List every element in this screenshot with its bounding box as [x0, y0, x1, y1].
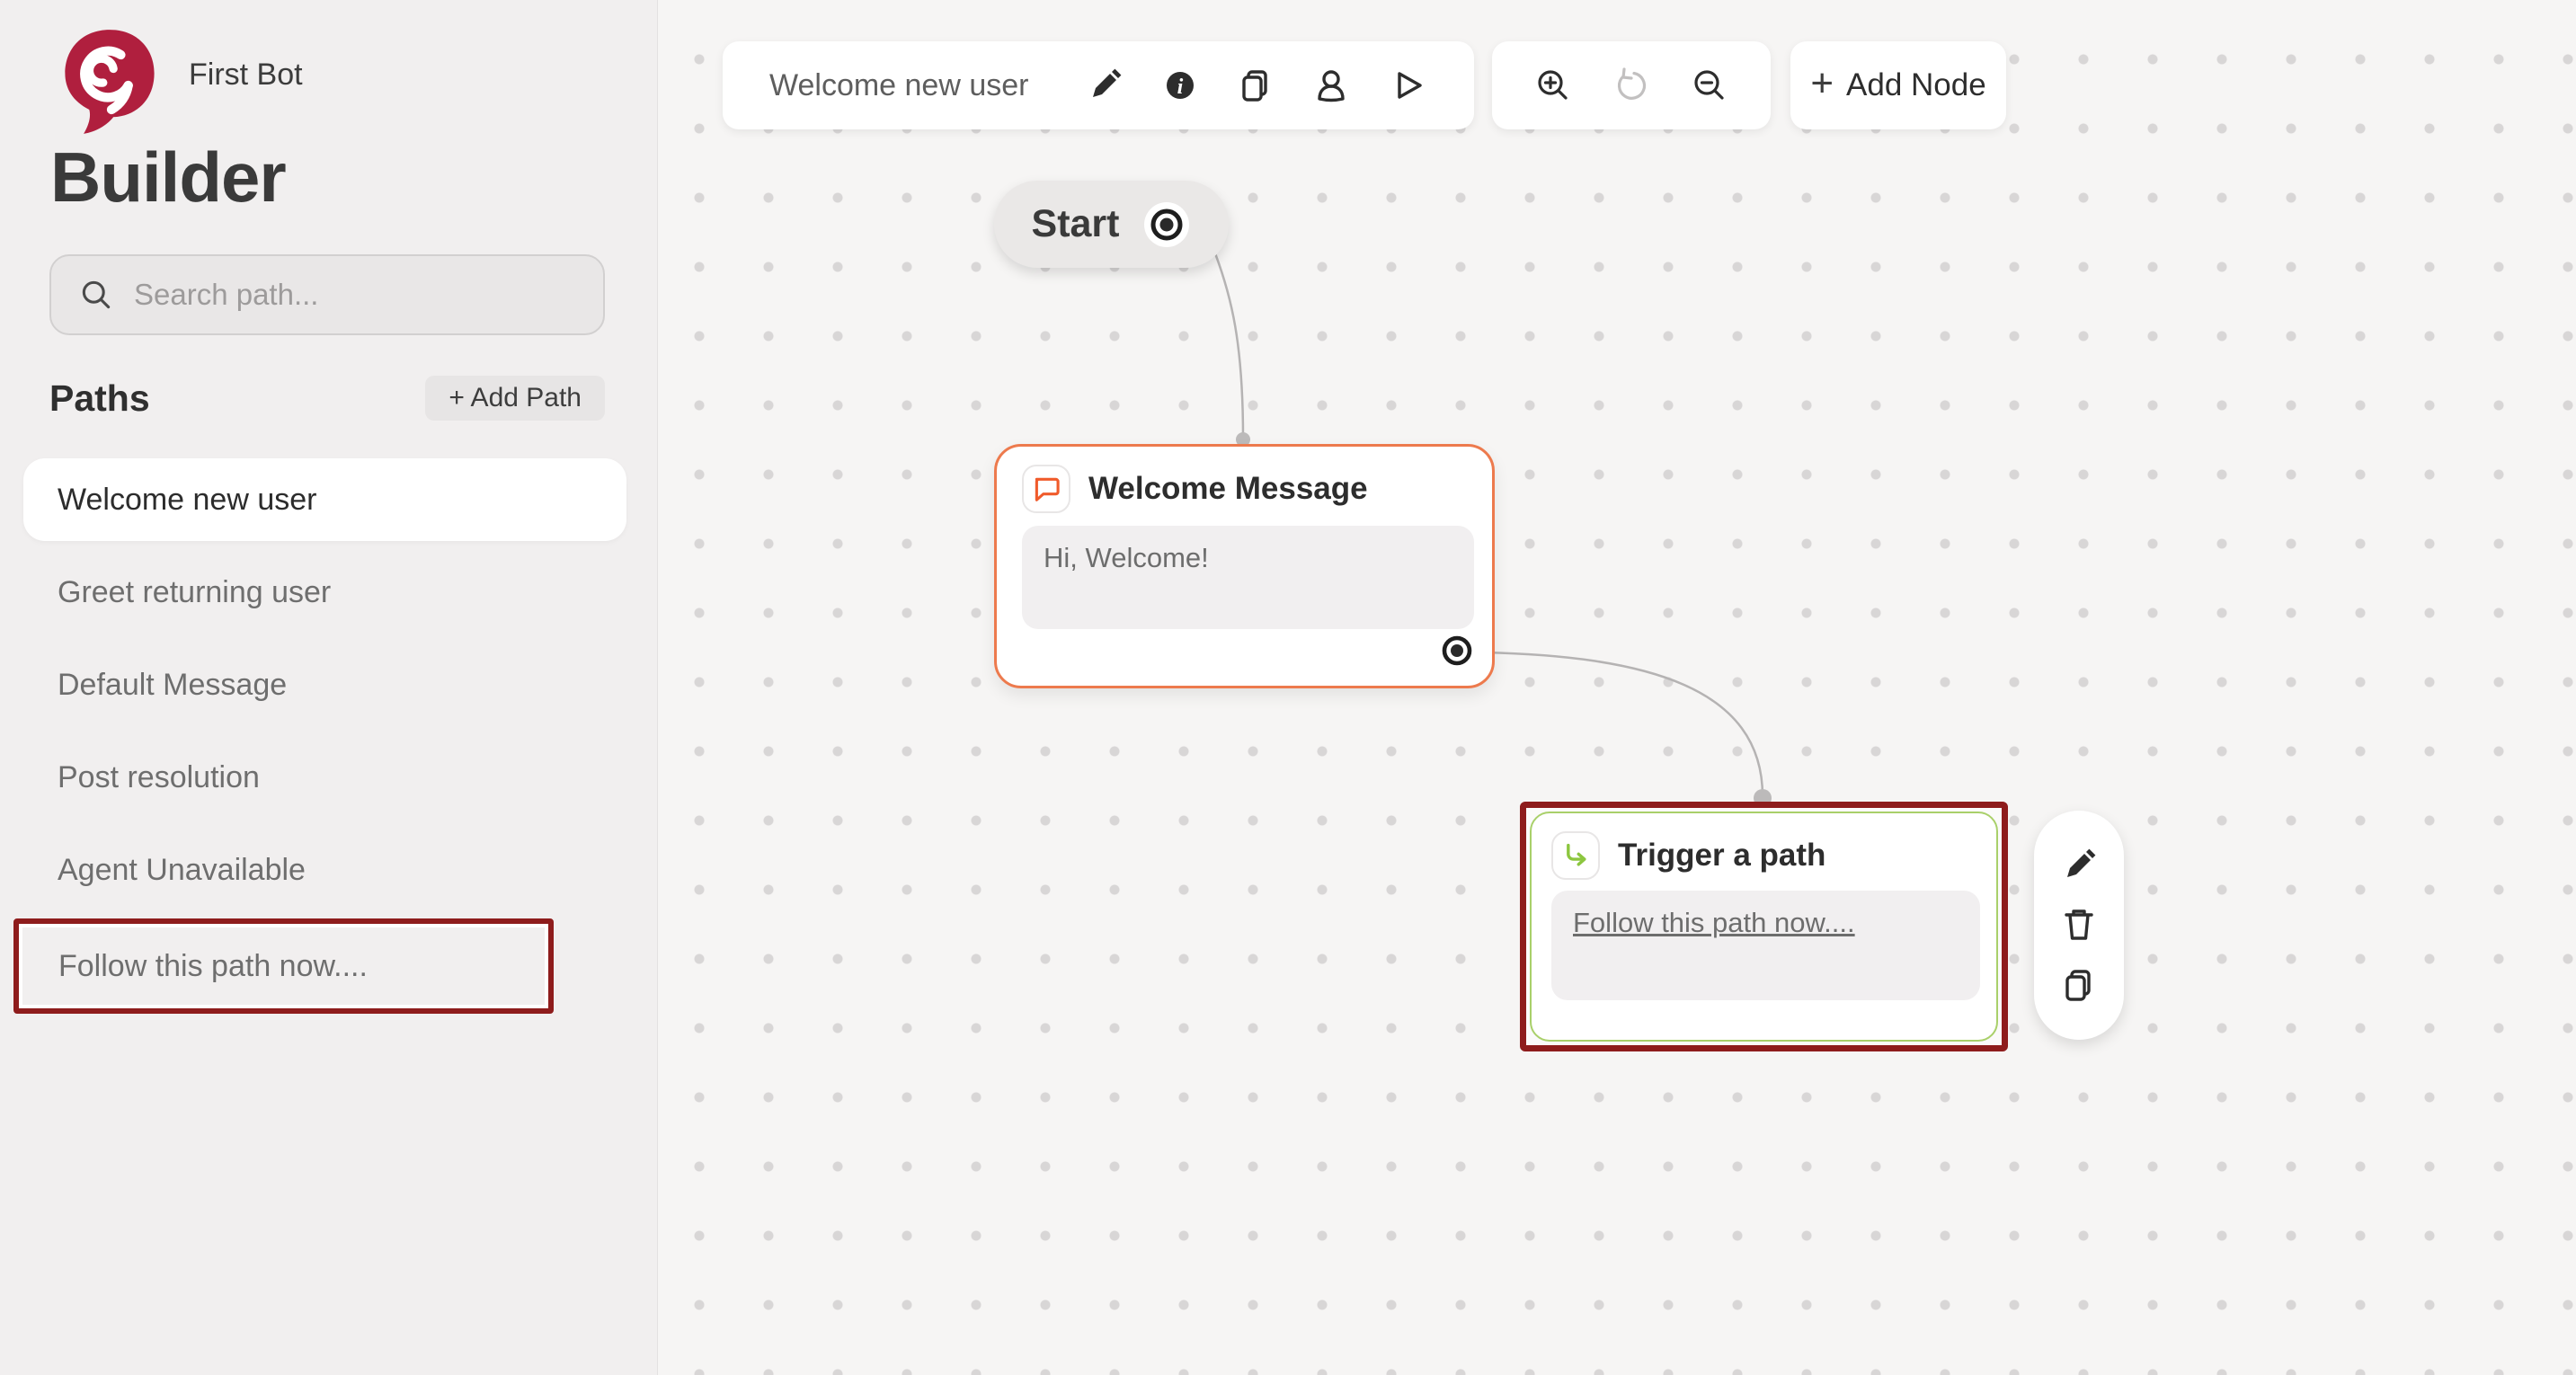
message-node-body[interactable]: Hi, Welcome! — [1022, 526, 1474, 629]
sidebar-item-greet-returning-user[interactable]: Greet returning user — [23, 551, 626, 634]
duplicate-path-icon[interactable] — [1235, 65, 1276, 106]
sidebar-item-default-message[interactable]: Default Message — [23, 643, 626, 726]
flow-canvas[interactable]: Welcome new user i — [658, 0, 2576, 1375]
node-title: Trigger a path — [1618, 838, 1825, 874]
sidebar-item-follow-this-path-now[interactable]: Follow this path now.... — [13, 918, 554, 1014]
node-header: Welcome Message — [1022, 465, 1368, 513]
path-toolbar: Welcome new user i — [723, 41, 1474, 129]
start-node-label: Start — [1032, 202, 1120, 246]
path-item-label: Follow this path now.... — [58, 949, 368, 984]
path-toolbar-icons: i — [1084, 65, 1427, 106]
current-path-name: Welcome new user — [769, 68, 1084, 103]
node-title: Welcome Message — [1088, 471, 1368, 507]
sidebar-item-agent-unavailable[interactable]: Agent Unavailable — [23, 829, 626, 911]
follow-path-link[interactable]: Follow this path now.... — [1573, 907, 1855, 938]
add-node-label: Add Node — [1846, 67, 1986, 103]
start-output-port-icon[interactable] — [1142, 200, 1191, 249]
trigger-path-arrow-icon — [1559, 839, 1592, 872]
path-item-label: Greet returning user — [58, 575, 331, 610]
welcome-message-node[interactable]: Welcome Message Hi, Welcome! — [994, 444, 1495, 688]
svg-text:i: i — [1177, 75, 1184, 99]
connector-edges — [658, 0, 2576, 1375]
add-node-button[interactable]: + Add Node — [1790, 41, 2006, 129]
node-header: Trigger a path — [1551, 831, 1825, 880]
path-item-label: Welcome new user — [58, 483, 317, 518]
sidebar: First Bot Builder Paths + Add Path Welco… — [0, 0, 658, 1375]
message-node-icon-box — [1022, 465, 1070, 513]
sidebar-item-welcome-new-user[interactable]: Welcome new user — [23, 458, 626, 541]
info-icon[interactable]: i — [1159, 65, 1201, 106]
zoom-toolbar — [1492, 41, 1771, 129]
user-icon[interactable] — [1310, 65, 1352, 106]
edit-node-icon[interactable] — [2058, 845, 2100, 886]
duplicate-node-icon[interactable] — [2058, 964, 2100, 1006]
sidebar-item-post-resolution[interactable]: Post resolution — [23, 736, 626, 819]
edit-path-icon[interactable] — [1084, 65, 1125, 106]
path-item-label: Agent Unavailable — [58, 853, 306, 888]
zoom-in-icon[interactable] — [1532, 65, 1574, 106]
trigger-node-icon-box — [1551, 831, 1600, 880]
reset-zoom-icon[interactable] — [1611, 65, 1652, 106]
start-node[interactable]: Start — [994, 181, 1229, 268]
plus-icon: + — [1810, 64, 1834, 103]
trigger-node-body: Follow this path now.... — [1551, 891, 1980, 1000]
path-list: Welcome new user Greet returning user De… — [0, 0, 658, 1375]
path-item-label: Default Message — [58, 668, 287, 703]
delete-node-icon[interactable] — [2058, 904, 2100, 945]
trigger-node-selection[interactable]: Trigger a path Follow this path now.... — [1520, 802, 2008, 1051]
message-output-port-icon[interactable] — [1436, 630, 1478, 671]
trigger-a-path-node[interactable]: Trigger a path Follow this path now.... — [1530, 812, 1998, 1042]
chat-bubble-icon — [1030, 473, 1062, 505]
node-actions-toolbar — [2034, 811, 2124, 1040]
play-icon[interactable] — [1386, 65, 1427, 106]
path-item-label: Post resolution — [58, 760, 260, 795]
zoom-out-icon[interactable] — [1689, 65, 1730, 106]
